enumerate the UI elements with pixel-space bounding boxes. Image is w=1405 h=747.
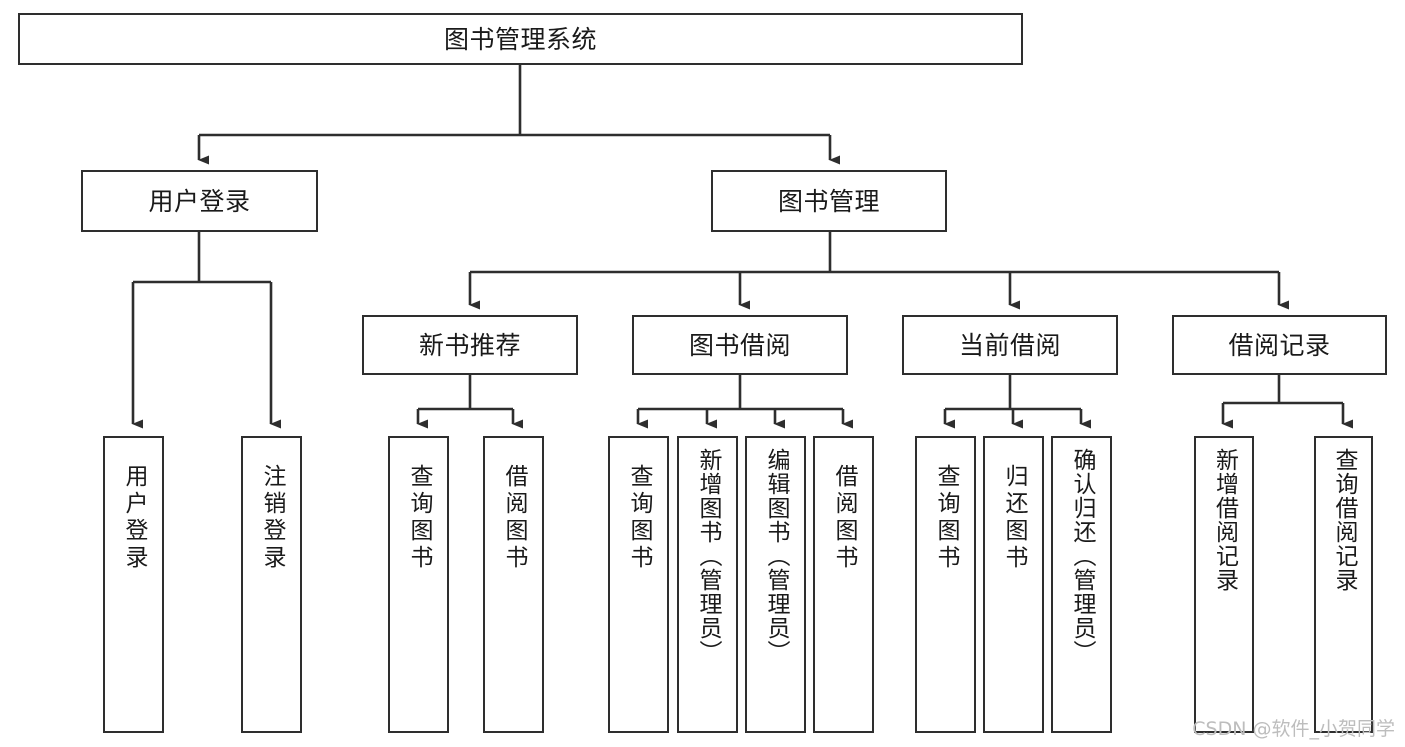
- leaf-user-login-logout[interactable]: 注销登录: [241, 436, 302, 733]
- node-current-borrow[interactable]: 当前借阅: [902, 315, 1118, 375]
- leaf-current-borrow-confirm-return-admin[interactable]: 确认归还（管理员）: [1051, 436, 1112, 733]
- node-label: 编辑图书（管理员）: [763, 448, 789, 664]
- node-label: 借阅记录: [1228, 330, 1331, 360]
- node-label: 借阅图书: [501, 464, 527, 572]
- node-new-book-recommend[interactable]: 新书推荐: [362, 315, 578, 375]
- node-label: 查询图书: [933, 464, 959, 572]
- node-label: 借阅图书: [831, 464, 857, 572]
- node-label: 图书管理系统: [443, 24, 597, 54]
- leaf-user-login-login[interactable]: 用户登录: [103, 436, 164, 733]
- node-label: 新增借阅记录: [1211, 448, 1238, 592]
- node-book-management[interactable]: 图书管理: [711, 170, 947, 232]
- node-label: 查询借阅记录: [1331, 448, 1357, 592]
- node-label: 查询图书: [406, 464, 432, 572]
- node-label: 归还图书: [1001, 464, 1027, 572]
- node-label: 新书推荐: [418, 330, 521, 360]
- node-root-book-management-system[interactable]: 图书管理系统: [18, 13, 1023, 65]
- node-label: 确认归还（管理员）: [1069, 448, 1095, 664]
- leaf-new-book-query-book[interactable]: 查询图书: [388, 436, 449, 733]
- leaf-current-borrow-return-book[interactable]: 归还图书: [983, 436, 1044, 733]
- leaf-book-borrow-query-book[interactable]: 查询图书: [608, 436, 669, 733]
- leaf-book-borrow-add-book-admin[interactable]: 新增图书（管理员）: [677, 436, 738, 733]
- leaf-new-book-borrow-book[interactable]: 借阅图书: [483, 436, 544, 733]
- csdn-watermark: CSDN @软件_小贺同学: [1192, 718, 1395, 740]
- leaf-book-borrow-borrow-book[interactable]: 借阅图书: [813, 436, 874, 733]
- leaf-borrow-record-add-record[interactable]: 新增借阅记录: [1194, 436, 1254, 733]
- node-label: 注销登录: [259, 464, 285, 572]
- node-user-login[interactable]: 用户登录: [81, 170, 318, 232]
- node-label: 查询图书: [626, 464, 652, 572]
- node-label: 当前借阅: [958, 330, 1061, 360]
- node-label: 图书借阅: [688, 330, 791, 360]
- node-label: 用户登录: [148, 186, 251, 216]
- node-label: 用户登录: [121, 464, 147, 572]
- leaf-current-borrow-query-book[interactable]: 查询图书: [915, 436, 976, 733]
- node-label: 新增图书（管理员）: [695, 448, 721, 664]
- leaf-book-borrow-edit-book-admin[interactable]: 编辑图书（管理员）: [745, 436, 806, 733]
- leaf-borrow-record-query-record[interactable]: 查询借阅记录: [1314, 436, 1373, 733]
- node-book-borrow[interactable]: 图书借阅: [632, 315, 848, 375]
- node-label: 图书管理: [777, 186, 880, 216]
- node-borrow-record[interactable]: 借阅记录: [1172, 315, 1387, 375]
